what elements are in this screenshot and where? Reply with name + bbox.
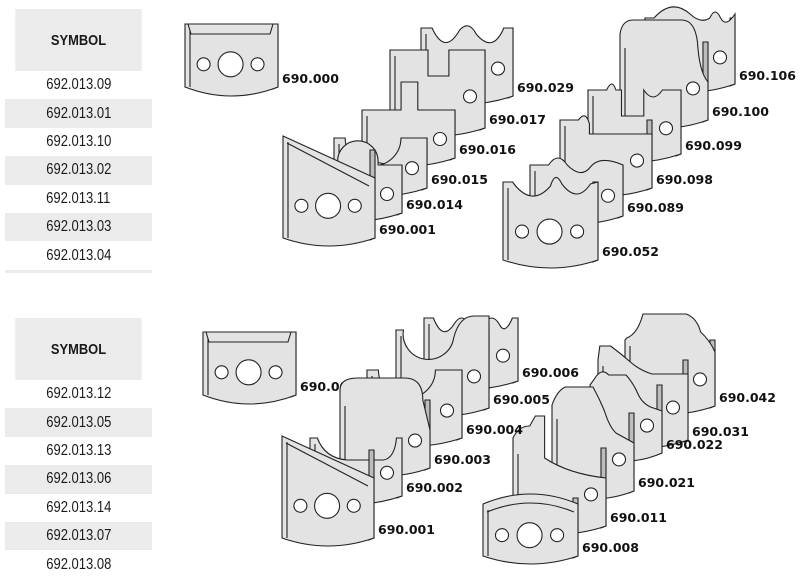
symbol-table-1: SYMBOL 692.013.09 692.013.01 692.013.10 …	[5, 9, 152, 273]
center-hole	[314, 492, 341, 519]
center-hole	[516, 522, 543, 549]
mounting-hole	[466, 369, 482, 384]
table-row: 692.013.04	[45, 246, 112, 264]
mounting-hole	[712, 50, 728, 65]
table-row: 692.013.06	[5, 465, 152, 494]
blade-code-label: 690.106	[739, 68, 796, 83]
mounting-hole	[685, 81, 701, 96]
mounting-hole	[250, 57, 265, 72]
blade-code-label: 690.021	[638, 475, 695, 490]
table-row: 692.013.14	[45, 498, 112, 516]
symbol-table-2: SYMBOL 692.013.12 692.013.05 692.013.13 …	[5, 318, 152, 579]
blade-code-label: 690.016	[459, 142, 516, 157]
mounting-hole	[407, 433, 423, 448]
blade-690-001: 690.001	[281, 435, 435, 547]
mounting-hole	[293, 498, 308, 513]
blade-code-label: 690.003	[434, 452, 491, 467]
blade-code-label: 690.017	[489, 112, 546, 127]
mounting-hole	[495, 348, 511, 363]
center-hole	[235, 359, 262, 386]
center-hole	[536, 218, 563, 245]
mounting-hole	[494, 528, 510, 543]
blade-code-label: 690.029	[517, 80, 574, 95]
blade-code-label: 690.015	[431, 172, 488, 187]
center-hole	[217, 51, 244, 78]
blade-code-label: 690.031	[692, 424, 749, 439]
center-hole	[315, 192, 342, 219]
table-row: 692.013.01	[5, 99, 152, 128]
blade-code-label: 690.004	[466, 422, 523, 437]
blade-code-label: 690.008	[582, 540, 639, 555]
mounting-hole	[196, 57, 211, 72]
mounting-hole	[347, 198, 362, 213]
blade-code-label: 690.005	[493, 392, 550, 407]
mounting-hole	[629, 153, 645, 168]
mounting-hole	[490, 61, 506, 76]
blade-code-label: 690.042	[719, 390, 776, 405]
mounting-hole	[346, 498, 361, 513]
table-row: 692.013.08	[45, 555, 112, 573]
blade-690-008: 690.008	[482, 493, 639, 565]
table-row: 692.013.10	[45, 132, 112, 150]
mounting-hole	[294, 198, 309, 213]
blade-code-label: 690.011	[610, 510, 667, 525]
blade-code-label: 690.100	[712, 104, 769, 119]
table-row: 692.013.13	[45, 441, 112, 459]
table-header: SYMBOL	[15, 318, 142, 380]
blade-code-label: 690.001	[379, 222, 436, 237]
table-row: 692.013.12	[45, 385, 112, 403]
mounting-hole	[268, 365, 283, 380]
blade-690-000: 690.000	[202, 331, 357, 405]
blade-code-label: 690.022	[666, 437, 723, 452]
mounting-hole	[379, 186, 395, 202]
mounting-hole	[379, 465, 395, 480]
table-row: 692.013.05	[5, 408, 152, 437]
mounting-hole	[583, 487, 599, 502]
table-footer-rule	[5, 269, 152, 273]
table-header: SYMBOL	[15, 9, 142, 71]
mounting-hole	[570, 224, 585, 239]
mounting-hole	[462, 89, 478, 104]
table-row: 692.013.07	[5, 521, 152, 551]
table-row: 692.013.11	[46, 189, 111, 207]
blade-code-label: 690.002	[406, 480, 463, 495]
blade-690-001: 690.001	[282, 135, 436, 247]
mounting-hole	[514, 224, 530, 239]
table-row: 692.013.02	[5, 156, 152, 185]
table-row: 692.013.03	[5, 212, 152, 242]
blade-690-100: 690.100	[619, 19, 769, 129]
mounting-hole	[692, 372, 708, 387]
blade-code-label: 690.000	[282, 71, 339, 86]
blade-code-label: 690.099	[685, 138, 742, 153]
mounting-hole	[404, 161, 420, 176]
mounting-hole	[611, 452, 627, 467]
mounting-hole	[432, 131, 448, 147]
table-row: 692.013.09	[45, 76, 112, 94]
blade-code-label: 690.052	[602, 244, 659, 259]
blade-code-label: 690.089	[627, 200, 684, 215]
mounting-hole	[665, 400, 681, 415]
blade-690-000: 690.000	[184, 23, 339, 97]
blade-690-052: 690.052	[502, 176, 659, 269]
mounting-hole	[639, 418, 655, 433]
blade-code-label: 690.006	[522, 365, 579, 380]
blade-code-label: 690.098	[656, 172, 713, 187]
mounting-hole	[214, 365, 229, 380]
blade-code-label: 690.014	[406, 197, 463, 212]
blade-690-003: 690.003	[339, 377, 491, 477]
mounting-hole	[658, 121, 674, 136]
mounting-hole	[439, 403, 455, 418]
mounting-hole	[600, 188, 616, 203]
mounting-hole	[550, 528, 565, 543]
blade-code-label: 690.001	[378, 522, 435, 537]
